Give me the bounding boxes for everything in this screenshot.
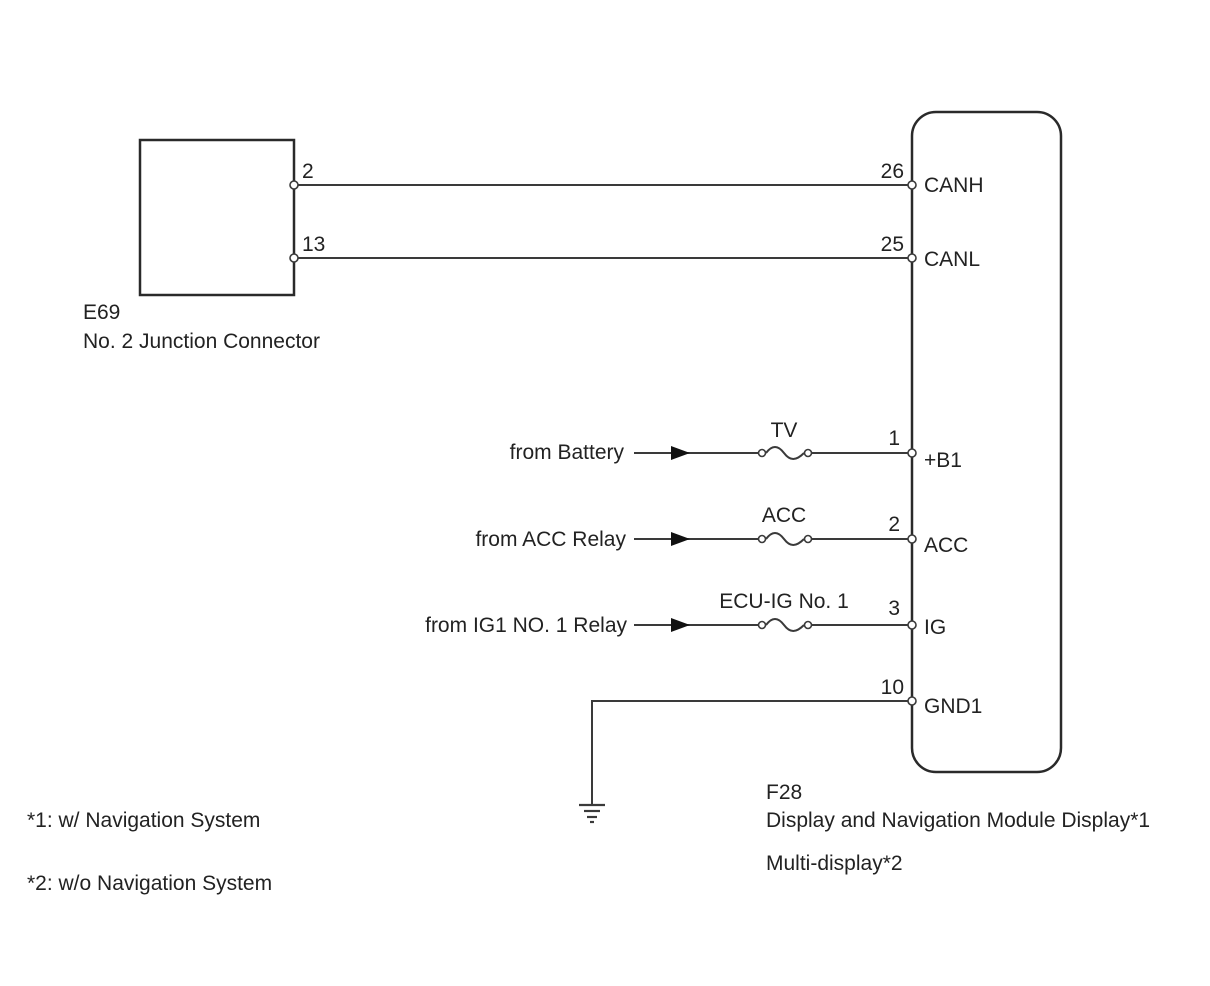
module-box [910,110,1063,774]
junction-pin-2-number: 2 [302,160,314,183]
arrow-icon [671,618,690,632]
module-pin-1-terminal [907,448,917,458]
power-input-acc: from ACC Relay ACC 2 ACC [475,504,968,557]
module-pin-1-number: 1 [888,427,900,450]
module-pin-25-number: 25 [881,233,904,256]
footnote-2: *2: w/o Navigation System [27,872,272,895]
fuse-icon [765,446,805,460]
module-pin-26-terminal [907,180,917,190]
junction-connector-name: No. 2 Junction Connector [83,330,320,353]
fuse-icon [765,618,805,632]
module-pin-acc-label: ACC [924,534,968,557]
junction-connector-box [138,138,296,297]
module-pin-2-terminal [907,534,917,544]
fuse-terminal-left [757,534,767,544]
module-pin-25-terminal [907,253,917,263]
module-pin-3-number: 3 [888,597,900,620]
arrow-icon [671,532,690,546]
module-pin-gnd1-label: GND1 [924,695,982,718]
module-name-2: Multi-display*2 [766,852,903,875]
fuse-terminal-left [757,620,767,630]
junction-connector-code: E69 [83,301,120,324]
fuse-terminal-right [803,448,813,458]
module-pin-ig-label: IG [924,616,946,639]
module-pin-canh-label: CANH [924,174,984,197]
fuse-label-tv: TV [771,419,798,442]
power-input-battery: from Battery TV 1 +B1 [510,419,962,472]
fuse-terminal-left [757,448,767,458]
module-pin-2-number: 2 [888,513,900,536]
junction-pin-13-number: 13 [302,233,325,256]
can-l-wire-group: 25 CANL [289,233,980,271]
module-name-1: Display and Navigation Module Display*1 [766,809,1150,832]
fuse-icon [765,532,805,546]
ground-wire [591,700,912,804]
module-pin-26-number: 26 [881,160,904,183]
module-pin-10-terminal [907,696,917,706]
ground-circuit: 10 GND1 [579,676,982,824]
source-label-battery: from Battery [510,441,625,464]
source-label-acc-relay: from ACC Relay [475,528,626,551]
module-f28: F28 Display and Navigation Module Displa… [766,110,1150,875]
arrow-icon [671,446,690,460]
can-h-wire-group: 26 CANH [289,160,984,197]
fuse-terminal-right [803,620,813,630]
junction-pin-13-terminal [289,253,299,263]
junction-pin-2-terminal [289,180,299,190]
fuse-label-acc: ACC [762,504,806,527]
source-label-ig1-relay: from IG1 NO. 1 Relay [425,614,627,637]
module-pin-3-terminal [907,620,917,630]
ground-icon [579,803,605,824]
footnote-1: *1: w/ Navigation System [27,809,260,832]
fuse-label-ecu-ig: ECU-IG No. 1 [719,590,849,613]
module-pin-b1-label: +B1 [924,449,962,472]
module-pin-10-number: 10 [881,676,904,699]
module-code: F28 [766,781,802,804]
power-input-ig: from IG1 NO. 1 Relay ECU-IG No. 1 3 IG [425,590,946,639]
footnotes: *1: w/ Navigation System *2: w/o Navigat… [27,809,272,895]
fuse-terminal-right [803,534,813,544]
module-pin-canl-label: CANL [924,248,980,271]
junction-connector-e69: 2 13 E69 No. 2 Junction Connector [83,138,325,353]
